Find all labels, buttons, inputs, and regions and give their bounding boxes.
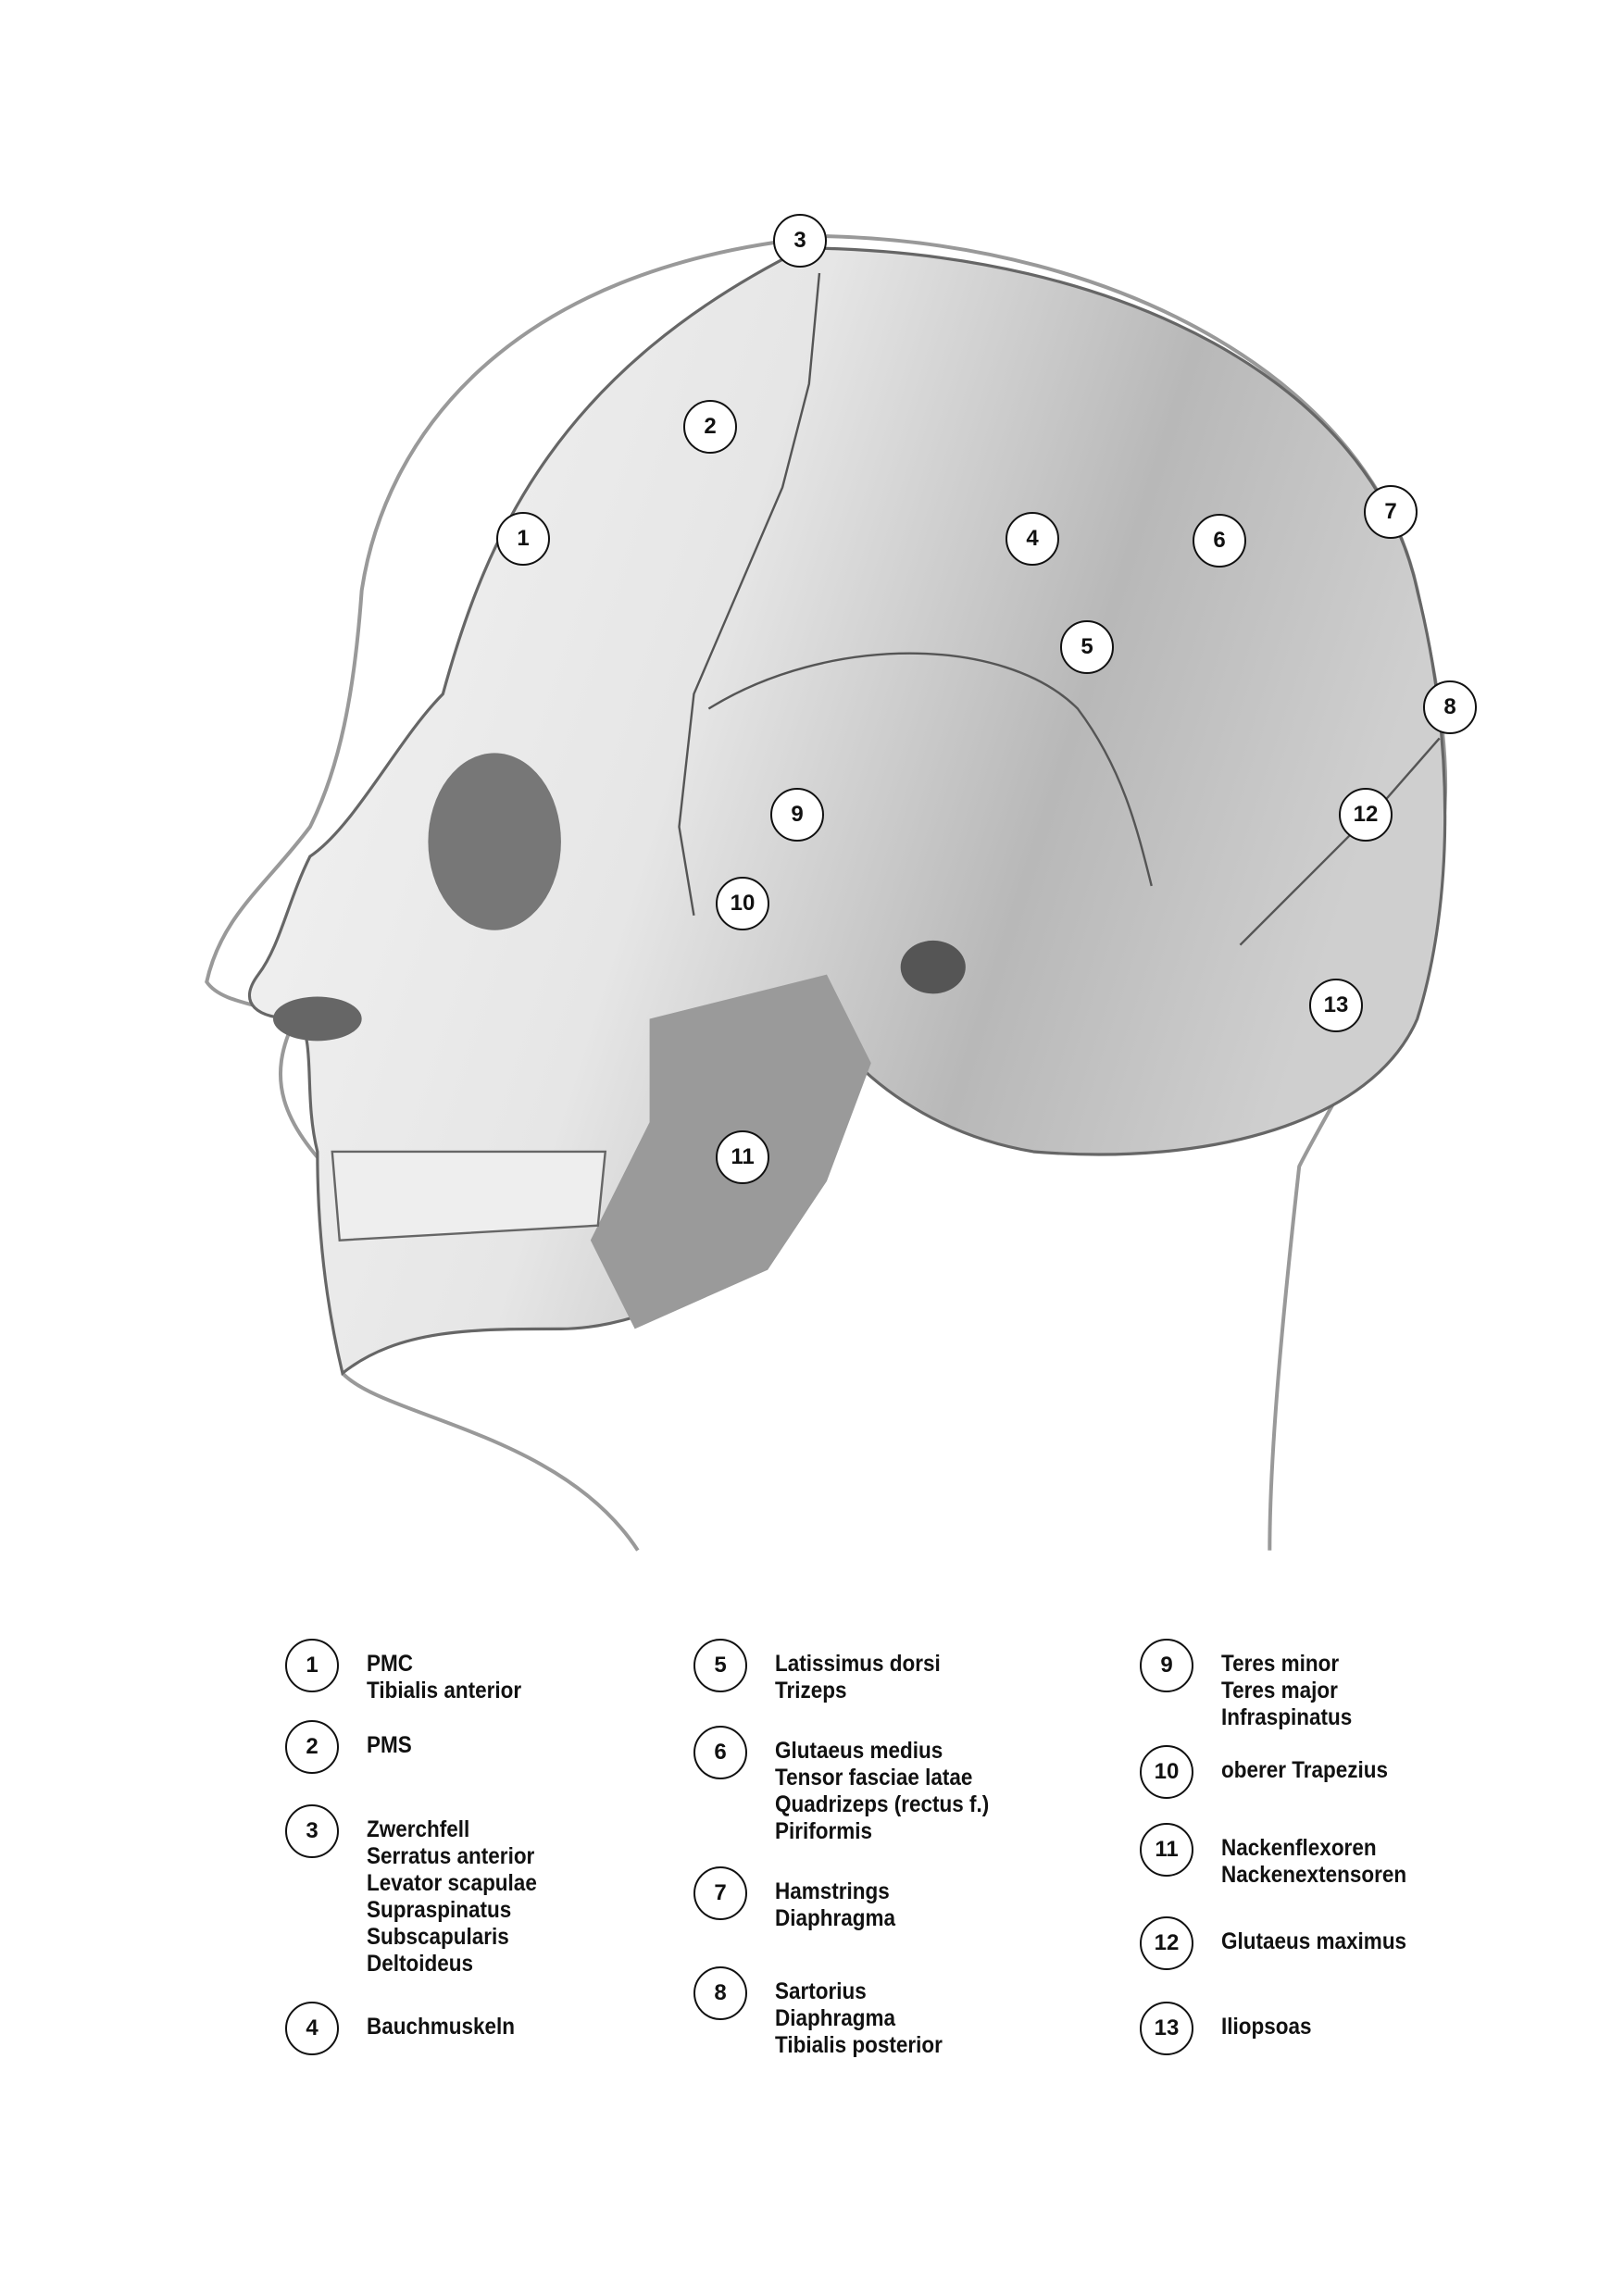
legend-label: Teres minor — [1221, 1651, 1340, 1677]
legend-label: Bauchmuskeln — [367, 2014, 516, 2040]
marker-12: 12 — [1339, 788, 1393, 842]
legend-label: PMS — [367, 1732, 412, 1758]
legend-label: oberer Trapezius — [1221, 1757, 1389, 1783]
legend-label: Latissimus dorsi — [775, 1651, 941, 1677]
marker-8: 8 — [1423, 680, 1477, 734]
legend-number: 2 — [285, 1720, 339, 1774]
legend-number: 9 — [1140, 1639, 1193, 1692]
legend-number: 7 — [693, 1866, 747, 1920]
legend-label: Nackenflexoren — [1221, 1835, 1377, 1861]
legend-label: Glutaeus medius — [775, 1738, 943, 1764]
legend-labels: PMS — [367, 1732, 417, 1759]
legend-item-10: 10 oberer Trapezius — [1140, 1745, 1406, 1799]
legend-label: Teres major — [1221, 1678, 1338, 1703]
legend-label: Piriformis — [775, 1818, 873, 1844]
legend-labels: Bauchmuskeln — [367, 2014, 531, 2040]
legend-number: 13 — [1140, 2002, 1193, 2055]
legend-label: Tibialis anterior — [367, 1678, 522, 1703]
legend-number: 10 — [1140, 1745, 1193, 1799]
legend-label: Iliopsoas — [1221, 2014, 1312, 2040]
marker-10: 10 — [716, 877, 769, 930]
legend-label: Trizeps — [775, 1678, 847, 1703]
marker-4: 4 — [1006, 512, 1059, 566]
legend-item-4: 4 Bauchmuskeln — [285, 2002, 531, 2055]
marker-9: 9 — [770, 788, 824, 842]
marker-5: 5 — [1060, 620, 1114, 674]
legend-number: 4 — [285, 2002, 339, 2055]
legend-label: Serratus anterior — [367, 1843, 535, 1869]
marker-13: 13 — [1309, 979, 1363, 1032]
legend-label: Tensor fasciae latae — [775, 1765, 973, 1791]
legend-label: Glutaeus maximus — [1221, 1928, 1407, 1954]
marker-2: 2 — [683, 400, 737, 454]
legend-label: PMC — [367, 1651, 414, 1677]
legend-number: 8 — [693, 1966, 747, 2020]
legend-label: Diaphragma — [775, 2005, 896, 2031]
legend-number: 12 — [1140, 1916, 1193, 1970]
legend-labels: Glutaeus maximus — [1221, 1928, 1427, 1955]
legend-labels: oberer Trapezius — [1221, 1757, 1406, 1784]
legend-number: 6 — [693, 1726, 747, 1779]
legend-label: Levator scapulae — [367, 1870, 537, 1896]
legend-item-2: 2 PMS — [285, 1720, 417, 1774]
lambdoid-suture — [1239, 737, 1441, 946]
legend-label: Diaphragma — [775, 1905, 896, 1931]
marker-1: 1 — [496, 512, 550, 566]
legend-number: 11 — [1140, 1823, 1193, 1877]
legend-label: Nackenextensoren — [1221, 1862, 1407, 1888]
legend-number: 1 — [285, 1639, 339, 1692]
legend-label: Hamstrings — [775, 1878, 890, 1904]
ear-opening — [900, 940, 966, 994]
legend-item-13: 13 Iliopsoas — [1140, 2002, 1321, 2055]
teeth — [331, 1150, 607, 1242]
marker-6: 6 — [1193, 514, 1246, 568]
legend-label: Sartorius — [775, 1978, 867, 2004]
temporal-line — [707, 652, 1153, 887]
legend-label: Deltoideus — [367, 1951, 474, 1977]
legend-number: 5 — [693, 1639, 747, 1692]
legend-label: Subscapularis — [367, 1924, 509, 1950]
eye-socket — [428, 753, 561, 930]
nasal-cavity — [272, 996, 362, 1042]
marker-7: 7 — [1364, 485, 1418, 539]
marker-3: 3 — [773, 214, 827, 268]
marker-11: 11 — [716, 1130, 769, 1184]
legend-item-12: 12 Glutaeus maximus — [1140, 1916, 1427, 1970]
legend-labels: Iliopsoas — [1221, 2014, 1321, 2040]
legend-label: Supraspinatus — [367, 1897, 512, 1923]
legend-label: Quadrizeps (rectus f.) — [775, 1791, 990, 1817]
legend-label: Infraspinatus — [1221, 1704, 1353, 1730]
legend-number: 3 — [285, 1804, 339, 1858]
legend-label: Tibialis posterior — [775, 2032, 943, 2058]
coronal-suture — [678, 272, 821, 917]
legend-label: Zwerchfell — [367, 1816, 470, 1842]
